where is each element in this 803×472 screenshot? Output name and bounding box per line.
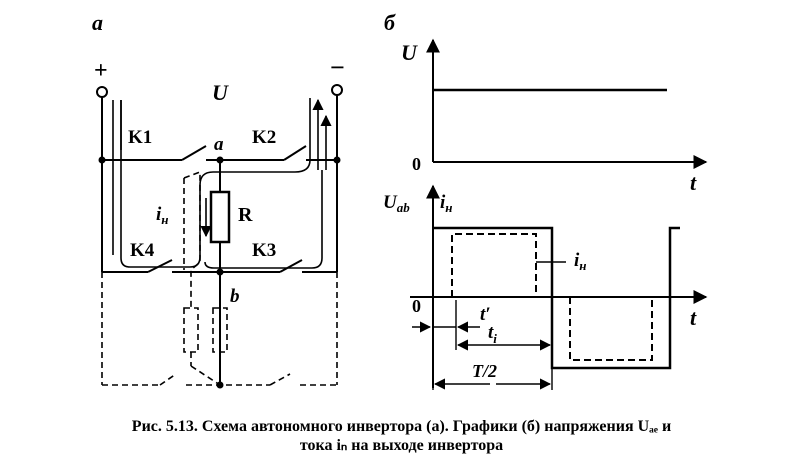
- half-period-label: T/2: [472, 361, 497, 381]
- current-waveform-label: iн: [574, 250, 587, 273]
- dashed-wire: [183, 170, 201, 308]
- bottom-x-label: t: [690, 305, 697, 330]
- switch-k2-blade: [283, 145, 307, 161]
- switch-k3-label: K3: [252, 240, 276, 261]
- current-waveform-positive: [451, 233, 537, 297]
- resistor-label: R: [238, 204, 253, 226]
- junction-dot: [216, 268, 224, 276]
- caption-line-2: тока iₙ на выходе инвертора: [299, 437, 504, 454]
- minus-terminal-label: −: [330, 53, 345, 82]
- dashed-switch: [269, 373, 291, 386]
- plus-terminal: [96, 86, 108, 98]
- current-loop: [204, 170, 323, 269]
- supply-voltage-label: U: [212, 80, 229, 105]
- t-prime-label: t′: [480, 304, 491, 325]
- junction-dot: [216, 156, 224, 164]
- dashed-switch: [159, 373, 177, 386]
- switch-k1-blade: [181, 145, 207, 161]
- plus-terminal-label: +: [94, 58, 108, 84]
- dashed-resistor: [183, 307, 199, 353]
- bottom-y-label-u: Uab: [383, 192, 410, 215]
- minus-terminal: [331, 84, 343, 96]
- bottom-zero-label: 0: [412, 296, 421, 316]
- junction-dot: [98, 156, 106, 164]
- top-zero-label: 0: [412, 154, 421, 174]
- switch-k4-blade: [147, 259, 173, 273]
- top-y-label: U: [401, 40, 418, 65]
- ti-label: ti: [488, 322, 497, 346]
- switch-k1-label: K1: [128, 127, 152, 148]
- figure: a + − U K1 K2 a R K4 K3 b: [92, 10, 708, 390]
- dashed-wire: [190, 365, 221, 386]
- load-resistor: [209, 190, 231, 244]
- dashed-alternative-arm: [101, 170, 338, 386]
- caption-line-1: Рис. 5.13. Схема автономного инвертора (…: [131, 418, 672, 435]
- dashed-resistor: [212, 307, 228, 353]
- panel-a-label: a: [92, 10, 103, 35]
- voltage-uab-waveform: [433, 226, 680, 370]
- top-x-label: t: [690, 170, 697, 195]
- node-b-label: b: [230, 286, 240, 307]
- switch-k4-label: K4: [130, 240, 155, 261]
- inverter-circuit: a + − U K1 K2 a R K4 K3 b: [92, 10, 345, 389]
- current-waveform-negative: [569, 297, 653, 361]
- figure-caption: Рис. 5.13. Схема автономного инвертора (…: [0, 417, 803, 455]
- current-label: iн: [156, 204, 169, 227]
- node-a-label: a: [214, 134, 224, 155]
- switch-k3-blade: [279, 259, 303, 273]
- panel-b-label: б: [384, 10, 396, 35]
- junction-dot: [333, 156, 341, 164]
- waveform-graphs: б U 0 t Uab iн 0 t iн t′ ti T: [383, 10, 708, 390]
- bottom-y-label-i: iн: [440, 192, 453, 215]
- switch-k2-label: K2: [252, 127, 276, 148]
